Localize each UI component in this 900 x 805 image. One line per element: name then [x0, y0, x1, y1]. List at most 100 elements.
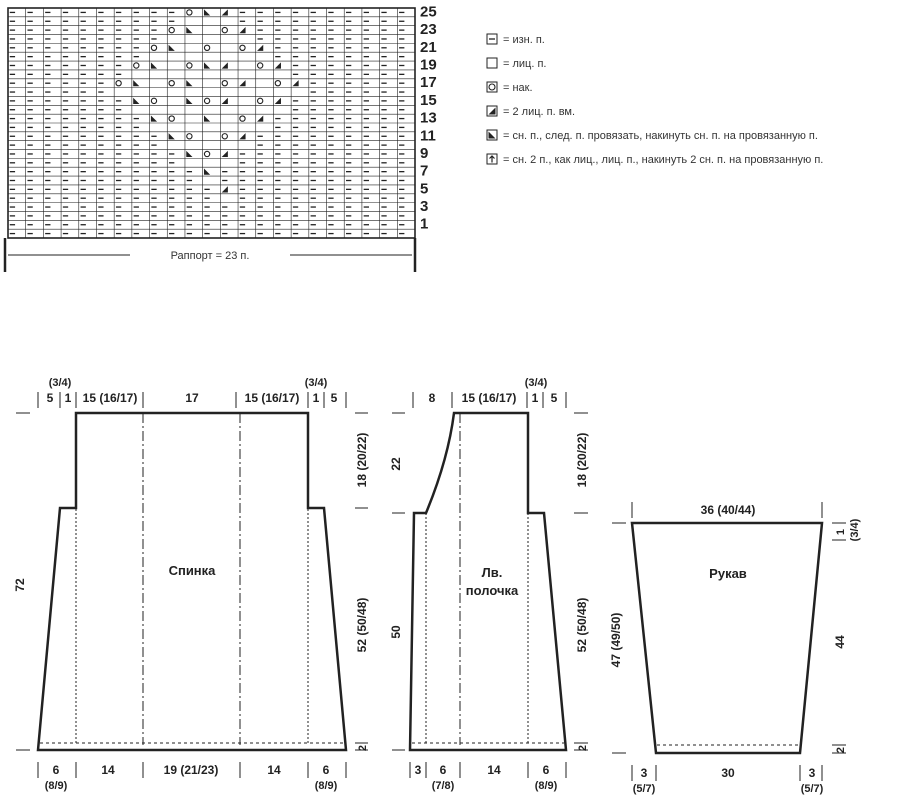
back-dimensions: (3/4) (3/4) 5 1 15 (16/17) 17 15 (16/17)…	[13, 377, 369, 792]
svg-text:17: 17	[185, 391, 199, 405]
svg-text:30: 30	[721, 766, 735, 780]
chart-cell-circle	[221, 79, 228, 87]
chart-cell-circle	[256, 97, 264, 105]
chart-cell-circle	[239, 115, 246, 122]
tri-left-icon	[488, 131, 496, 139]
legend-text: = нак.	[503, 82, 533, 94]
svg-text:(5/7): (5/7)	[801, 783, 824, 795]
legend-text: = лиц. п.	[503, 58, 546, 70]
svg-text:(3/4): (3/4)	[305, 377, 328, 389]
svg-text:(3/4): (3/4)	[849, 518, 861, 541]
svg-text:15 (16/17): 15 (16/17)	[245, 391, 300, 405]
chart-row-number: 25	[420, 3, 437, 20]
chart-cell-tri-left	[203, 115, 211, 122]
chart-cell-circle	[221, 133, 228, 140]
front-label-1: Лв.	[482, 565, 503, 580]
svg-text:14: 14	[487, 763, 501, 777]
svg-text:47 (49/50): 47 (49/50)	[609, 613, 623, 668]
chart-row-number: 21	[420, 39, 437, 56]
chart-cell-circle	[274, 79, 282, 87]
chart-cell-tri-left	[186, 80, 193, 87]
svg-text:15 (16/17): 15 (16/17)	[83, 391, 138, 405]
svg-text:(8/9): (8/9)	[535, 780, 558, 792]
chart-cell-tri-left	[186, 27, 193, 34]
front-pattern-piece: Лв. полочка	[408, 411, 568, 752]
sleeve-dimensions: 36 (40/44) 1 (3/4) 44 2 47 (49/50) 3 (5/…	[609, 502, 861, 795]
back-pattern-piece: Спинка	[36, 411, 348, 752]
chart-row-number: 13	[420, 110, 437, 127]
sleeve-pattern-piece: Рукав	[630, 521, 824, 755]
chart-row-number: 1	[420, 216, 428, 233]
chart-cell-tri-right	[257, 115, 264, 122]
svg-text:(8/9): (8/9)	[315, 780, 338, 792]
chart-cell-circle	[168, 115, 175, 122]
svg-text:1: 1	[65, 391, 72, 405]
chart-cell-circle	[150, 44, 158, 52]
chart-row-number: 17	[420, 74, 437, 91]
legend-item-empty: = лиц. п.	[486, 57, 546, 70]
svg-text:3: 3	[809, 766, 816, 780]
svg-text:1: 1	[313, 391, 320, 405]
svg-text:52 (50/48): 52 (50/48)	[575, 598, 589, 653]
chart-cell-circle	[150, 97, 158, 105]
svg-text:5: 5	[47, 391, 54, 405]
legend-item-dash: = изн. п.	[486, 33, 545, 46]
svg-text:44: 44	[833, 635, 847, 649]
chart-row-number: 19	[420, 56, 437, 73]
chart-row-number: 3	[420, 198, 428, 215]
svg-text:6: 6	[440, 763, 447, 777]
legend-item-circle: = нак.	[486, 81, 533, 94]
legend-item-arrow: = сн. 2 п., как лиц., лиц. п., накинуть …	[486, 153, 823, 166]
svg-text:5: 5	[331, 391, 338, 405]
chart-cell-tri-right	[274, 97, 281, 104]
front-label-2: полочка	[466, 583, 519, 598]
svg-text:52 (50/48): 52 (50/48)	[355, 598, 369, 653]
svg-text:19 (21/23): 19 (21/23)	[164, 763, 219, 777]
chart-cell-circle	[256, 62, 264, 69]
svg-text:36 (40/44): 36 (40/44)	[701, 503, 756, 517]
svg-text:6: 6	[323, 763, 330, 777]
svg-text:18 (20/22): 18 (20/22)	[575, 433, 589, 488]
tri-right-icon	[488, 107, 496, 115]
svg-text:6: 6	[543, 763, 550, 777]
chart-legend: = изн. п. = лиц. п. = нак. = 2 лиц. п. вм. =…	[486, 33, 823, 166]
svg-text:(7/8): (7/8)	[432, 780, 455, 792]
chart-cell-circle	[186, 133, 193, 140]
svg-text:3: 3	[415, 763, 422, 777]
rapport-label: Раппорт = 23 п.	[171, 250, 250, 262]
rapport-marker: Раппорт = 23 п.	[3, 238, 417, 272]
chart-row-number: 23	[420, 21, 437, 38]
front-dimensions: (3/4) 8 15 (16/17) 1 5 22 50 18 (20/22) …	[389, 377, 589, 792]
circle-icon	[488, 83, 496, 91]
chart-cell-tri-left	[203, 62, 211, 69]
chart-cell-circle	[203, 97, 211, 105]
legend-text: = сн. 2 п., как лиц., лиц. п., накинуть …	[503, 154, 823, 166]
arrow-icon	[489, 155, 495, 163]
svg-text:22: 22	[389, 457, 403, 471]
chart-cell-tri-right	[274, 62, 281, 69]
svg-text:2: 2	[835, 747, 847, 753]
chart-cell-tri-left	[168, 44, 175, 51]
chart-row-number: 9	[420, 145, 428, 162]
chart-cell-tri-right	[239, 27, 246, 34]
legend-item-tri-right: = 2 лиц. п. вм.	[486, 105, 575, 118]
svg-text:50: 50	[389, 625, 403, 639]
svg-text:(3/4): (3/4)	[525, 377, 548, 389]
chart-row-number: 5	[420, 180, 428, 197]
chart-cell-circle	[168, 26, 175, 34]
chart-cell-tri-left	[150, 62, 158, 69]
svg-text:1: 1	[532, 391, 539, 405]
legend-item-tri-left: = сн. п., след. п. провязать, накинуть с…	[486, 129, 818, 142]
chart-cell-tri-left	[203, 168, 211, 175]
chart-cell-tri-left	[133, 80, 140, 87]
legend-text: = 2 лиц. п. вм.	[503, 106, 575, 118]
chart-cell-tri-left	[186, 97, 193, 104]
svg-text:3: 3	[641, 766, 648, 780]
chart-cell-tri-left	[168, 133, 175, 140]
chart-cell-tri-right	[221, 9, 228, 16]
chart-cell-tri-right	[221, 186, 228, 193]
chart-row-number: 11	[420, 127, 436, 144]
svg-text:(5/7): (5/7)	[633, 783, 656, 795]
